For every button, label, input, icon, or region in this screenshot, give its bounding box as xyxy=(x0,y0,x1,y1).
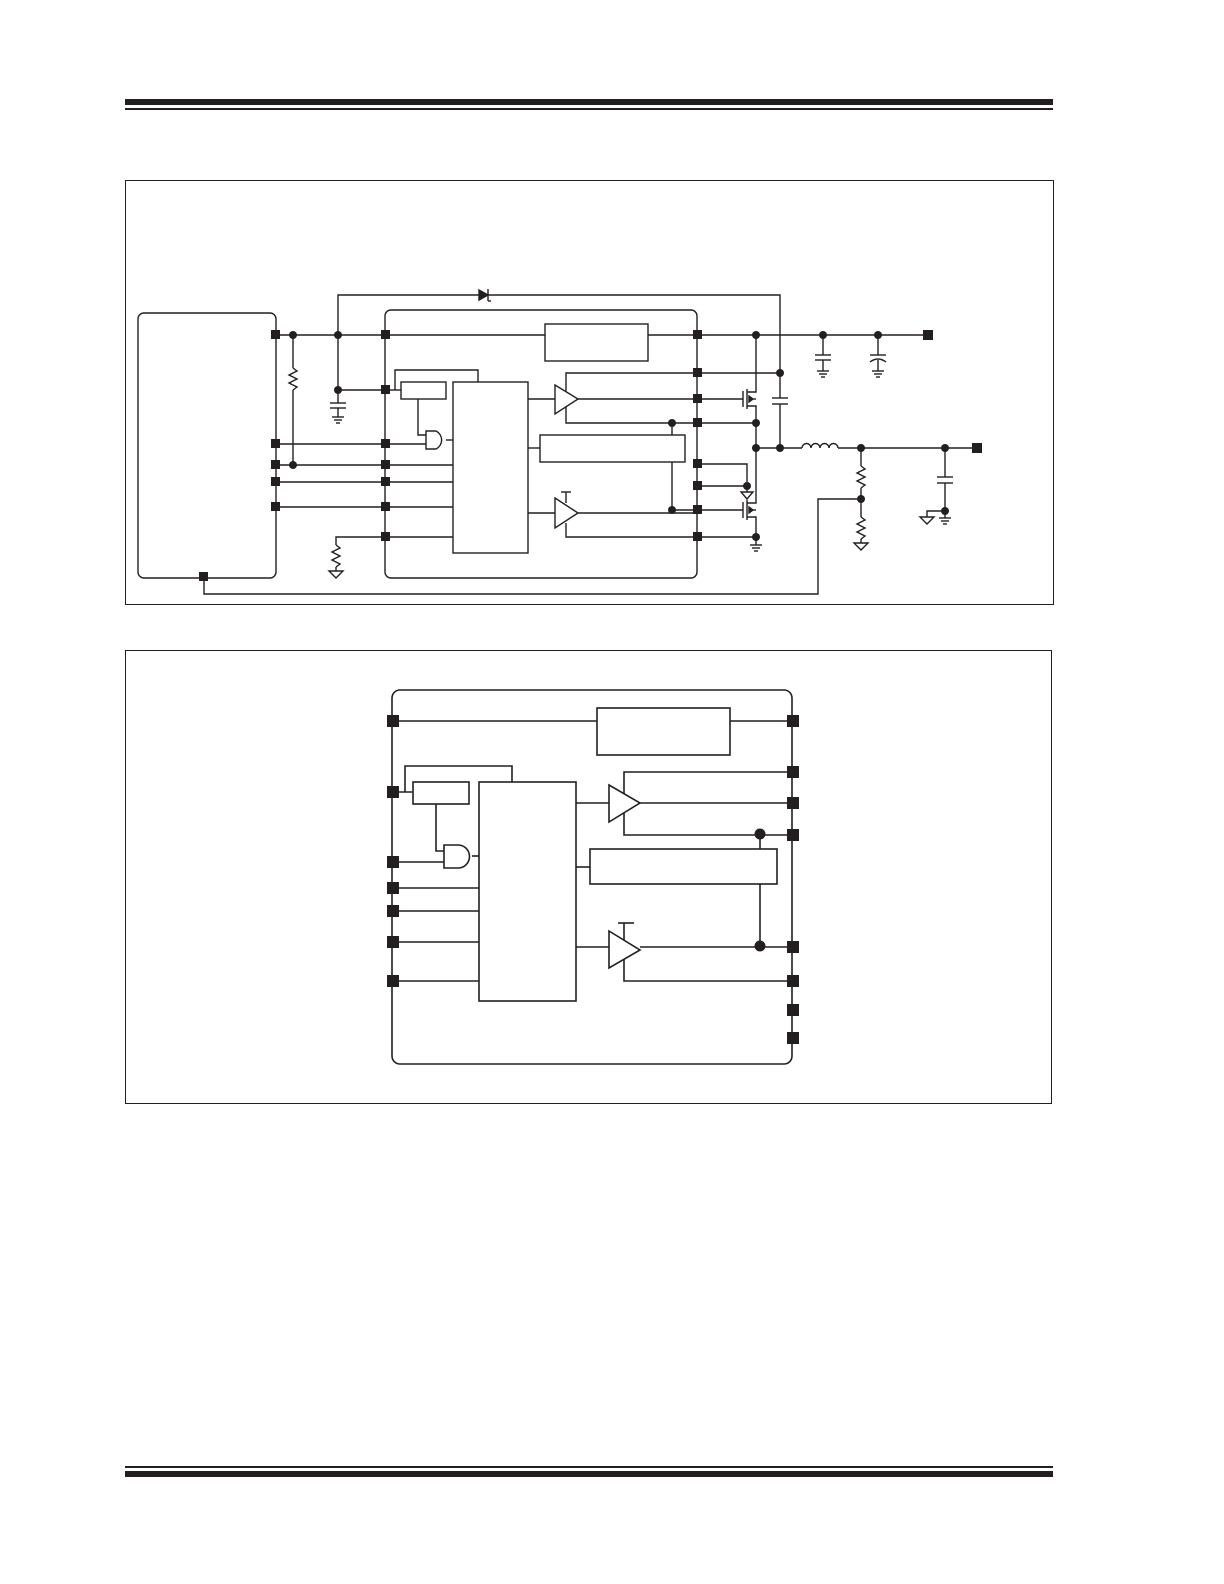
application-circuit-diagram xyxy=(137,288,982,595)
figure-frame-application-circuit xyxy=(125,180,1054,605)
footer-rule-thin xyxy=(125,1466,1053,1468)
header-rule-thin xyxy=(125,108,1053,110)
pullup-resistor xyxy=(287,367,299,391)
footer-rule-thick xyxy=(125,1471,1053,1477)
junction-dots xyxy=(754,828,766,952)
and-gate xyxy=(443,844,471,869)
and-gate xyxy=(425,430,443,450)
output-inductor xyxy=(801,442,839,449)
bootstrap-diode xyxy=(478,288,490,302)
regulator-block xyxy=(596,707,731,756)
functional-block-diagram xyxy=(387,689,799,1065)
shoot-through-block xyxy=(589,848,778,885)
undervoltage-block xyxy=(412,781,470,805)
regulator-block xyxy=(544,323,649,362)
header-rule-thick xyxy=(125,99,1053,105)
junction-dots xyxy=(289,331,949,541)
figure-frame-block-diagram xyxy=(125,650,1052,1104)
logic-control-block xyxy=(478,781,577,1002)
logic-control-block xyxy=(452,381,529,554)
bootstrap-wire xyxy=(337,294,781,373)
pin-squares xyxy=(199,330,982,581)
ic-outline xyxy=(391,689,793,1065)
feedback-wire xyxy=(203,498,861,595)
pin-squares xyxy=(387,715,799,1044)
